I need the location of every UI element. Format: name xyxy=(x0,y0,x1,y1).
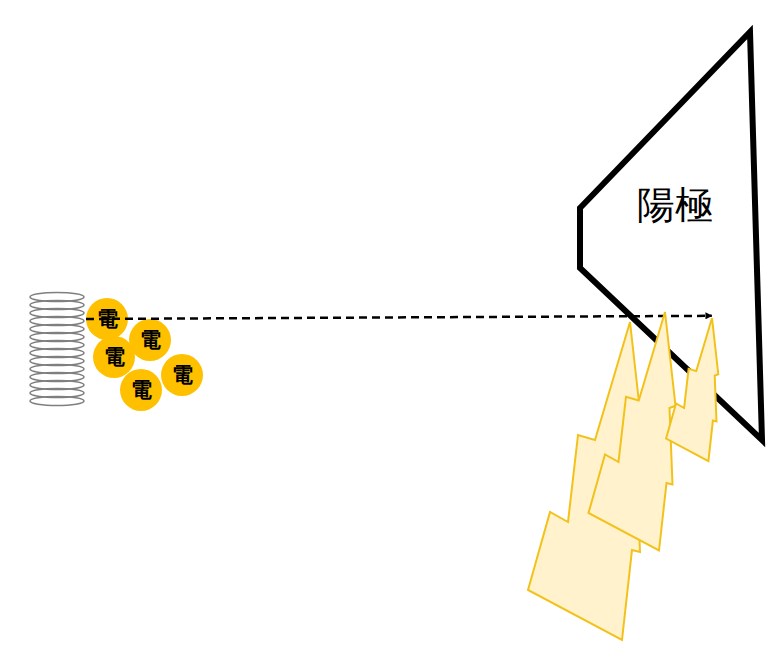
electron-label: 電 xyxy=(140,330,161,351)
electron-label: 電 xyxy=(172,365,193,386)
electron-beam-arrow xyxy=(86,316,712,319)
coil-turn xyxy=(30,397,84,406)
electron-label: 電 xyxy=(131,380,152,401)
electron-circle: 電 xyxy=(129,319,171,361)
xray-bolt xyxy=(589,312,676,551)
electron-circle: 電 xyxy=(120,369,162,411)
xray-bolt xyxy=(666,318,718,461)
xray-layer xyxy=(528,312,718,640)
electron-circle: 電 xyxy=(161,354,203,396)
electron-label: 電 xyxy=(104,347,125,368)
anode-label: 陽極 xyxy=(637,186,713,224)
edge-layer xyxy=(86,316,712,319)
filament-coil xyxy=(30,293,84,406)
